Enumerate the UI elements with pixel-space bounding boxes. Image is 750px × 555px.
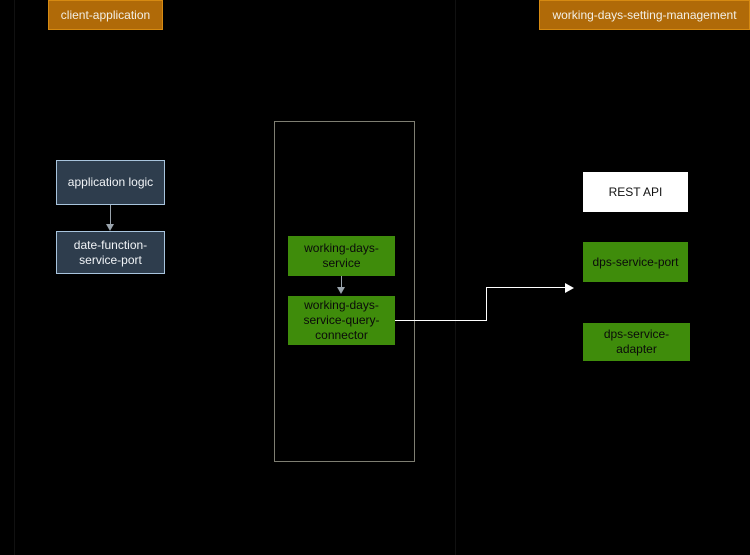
edge-working-days-service-to-query-connector (341, 276, 342, 288)
edge-application-logic-to-date-function-service-port (110, 205, 111, 227)
edge-query-connector-to-dps-port-segment-3 (486, 287, 566, 288)
edge-query-connector-to-dps-port-segment-2 (486, 287, 487, 321)
divider-center (455, 0, 456, 555)
context-label-working-days-setting-management[interactable]: working-days-setting-management (539, 0, 750, 30)
divider-left (14, 0, 15, 555)
edge-query-connector-to-dps-port-segment-1 (395, 320, 487, 321)
node-working-days-service-query-connector[interactable]: working-days-service-query-connector (288, 296, 395, 345)
context-label-client-application[interactable]: client-application (48, 0, 163, 30)
node-dps-service-adapter[interactable]: dps-service-adapter (583, 323, 690, 361)
node-rest-api[interactable]: REST API (583, 172, 688, 212)
node-date-function-service-port[interactable]: date-function-service-port (56, 231, 165, 274)
node-working-days-service[interactable]: working-days-service (288, 236, 395, 276)
arrowhead-right-icon (565, 283, 574, 293)
arrowhead-down-icon (337, 287, 345, 294)
node-application-logic[interactable]: application logic (56, 160, 165, 205)
node-dps-service-port[interactable]: dps-service-port (583, 242, 688, 282)
arrowhead-down-icon (106, 224, 114, 231)
working-days-service-boundary (274, 121, 415, 462)
